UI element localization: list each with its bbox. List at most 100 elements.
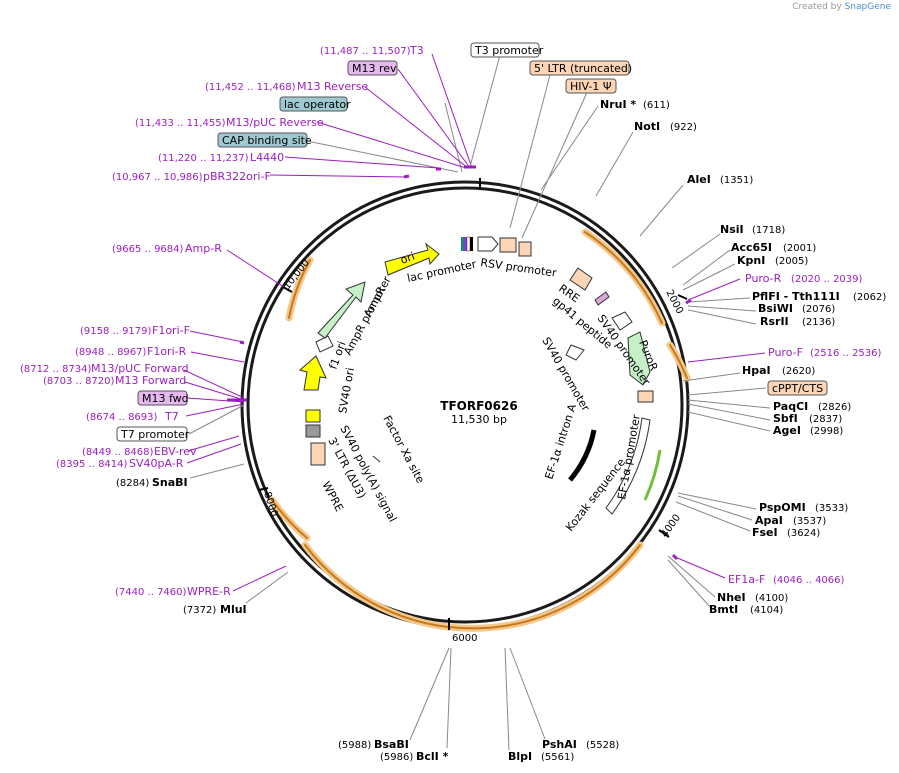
enzyme-acc65i[interactable]: Acc65I (731, 241, 772, 254)
leader-hpai (682, 372, 741, 382)
label-cap[interactable]: CAP binding site (222, 134, 312, 147)
primer-f1ori-r[interactable]: F1ori-R (147, 345, 187, 358)
ltr-5-feature (499, 237, 517, 253)
enzyme-pspomi[interactable]: PspOMI (759, 501, 806, 514)
label-lac-operator[interactable]: lac operator (284, 98, 351, 111)
orf-arc-1 (581, 228, 666, 327)
enzyme-bsabi-pos: (5988) (338, 740, 371, 751)
label-cppt[interactable]: cPPT/CTS (772, 382, 823, 395)
orf-arc-3 (301, 541, 644, 632)
primer-ef1af-pos: (4046 .. 4066) (773, 575, 845, 586)
enzyme-bsiwi[interactable]: BsiWI (758, 302, 793, 315)
primer-m13rev[interactable]: M13 rev (352, 62, 397, 75)
primer-puror[interactable]: Puro-R (745, 272, 782, 285)
leader-bmti (667, 559, 712, 609)
enzyme-pflfi[interactable]: PflFI - Tth111I (752, 290, 840, 303)
leader-ampr (226, 249, 285, 288)
box-t3-promoter (470, 42, 540, 58)
enzyme-blpi[interactable]: BlpI (508, 750, 532, 763)
ef1a-promoter-arrow (605, 417, 651, 515)
enzyme-rsrii-pos: (2136) (802, 317, 835, 328)
label-rsv-promoter: RSV promoter (480, 256, 558, 280)
primer-pbr322[interactable]: pBR322ori-F (203, 170, 271, 183)
enzyme-snabi[interactable]: SnaBI (152, 476, 188, 489)
leader-pshai (509, 647, 546, 740)
primer-m13-fwd[interactable]: M13 fwd (142, 392, 189, 405)
leader-bsabi (409, 647, 450, 741)
enzyme-mlui[interactable]: MluI (220, 603, 247, 616)
tick-2000 (677, 294, 688, 300)
tick-8000 (258, 487, 269, 491)
enzyme-bcli-pos: (5986) (380, 752, 413, 763)
leader-mlui (245, 571, 289, 604)
leader-puror (687, 278, 741, 301)
enzyme-rsrii[interactable]: RsrII (760, 315, 789, 328)
label-t7-promoter[interactable]: T7 promoter (120, 428, 190, 441)
primer-purof[interactable]: Puro-F (768, 346, 803, 359)
leader-m13puc-fwd (183, 369, 245, 399)
primer-ef1af[interactable]: EF1a-F (728, 573, 765, 586)
primer-wpre-r[interactable]: WPRE-R (187, 585, 231, 598)
enzyme-alei-pos: (1351) (720, 175, 753, 186)
enzyme-apai[interactable]: ApaI (755, 514, 783, 527)
plasmid-name: TFORF0626 (440, 399, 517, 413)
leader-cppt (687, 387, 767, 396)
leader-t7-promoter (188, 404, 245, 435)
f1-ori-feature (315, 335, 334, 353)
label-5ltr[interactable]: 5' LTR (truncated) (534, 62, 632, 75)
enzyme-fsei[interactable]: FseI (752, 526, 778, 539)
enzyme-pshai[interactable]: PshAI (542, 738, 577, 751)
enzyme-bsiwi-pos: (2076) (802, 304, 835, 315)
primer-t3[interactable]: T3 (409, 44, 424, 57)
primer-puror-pos: (2020 .. 2039) (791, 274, 863, 285)
primer-t3-pos: (11,487 .. 11,507) (320, 46, 411, 57)
enzyme-bmti[interactable]: BmtI (709, 603, 738, 616)
enzyme-sbfi[interactable]: SbfI (773, 412, 798, 425)
enzyme-hpai[interactable]: HpaI (742, 364, 771, 377)
leader-purof (687, 352, 766, 363)
ef1a-intron-arc (568, 429, 597, 482)
enzyme-bcli[interactable]: BclI * (416, 750, 449, 763)
enzyme-nsii[interactable]: NsiI (720, 223, 744, 236)
box-5ltr (529, 60, 630, 76)
primer-t7-pos: (8674 .. 8693) (86, 412, 158, 423)
enzyme-fsei-pos: (3624) (787, 528, 820, 539)
primer-t7[interactable]: T7 (164, 410, 179, 423)
enzyme-bsabi[interactable]: BsaBI (374, 738, 409, 751)
enzyme-kpni[interactable]: KpnI (737, 254, 765, 267)
leader-pbr322 (269, 174, 407, 178)
enzyme-nhei[interactable]: NheI (717, 591, 746, 604)
leader-m13rev (397, 68, 471, 169)
leader-m13reverse (364, 86, 469, 169)
label-ampr: AmpR (361, 284, 388, 319)
enzyme-agei[interactable]: AgeI (773, 424, 801, 437)
orf-arc-2-core (669, 344, 688, 379)
credit-brand: SnapGene (844, 2, 891, 12)
label-t3-promoter[interactable]: T3 promoter (474, 44, 544, 57)
sv40-promoter-arrow-2 (565, 344, 585, 361)
enzyme-nrui[interactable]: NruI * (600, 98, 636, 111)
label-hiv-psi[interactable]: HIV-1 Ψ (570, 80, 612, 93)
enzyme-noti[interactable]: NotI (634, 120, 660, 133)
primer-m13puc-rev[interactable]: M13/pUC Reverse (226, 116, 324, 129)
primer-sv40pa[interactable]: SV40pA-R (129, 457, 184, 470)
leader-ef1af (674, 556, 726, 579)
label-sv40-promoter-2: SV40 promoter (539, 335, 592, 414)
enzyme-paqci[interactable]: PaqCI (773, 400, 808, 413)
leader-l4440 (284, 156, 439, 169)
primer-ebv[interactable]: EBV-rev (154, 445, 197, 458)
label-ef1a-intron: EF-1α intron A (542, 402, 579, 481)
puror-arrow (627, 331, 651, 386)
primer-purof-pos: (2516 .. 2536) (810, 348, 882, 359)
primer-ampr[interactable]: Amp-R (185, 242, 222, 255)
primer-m13reverse[interactable]: M13 Reverse (297, 80, 368, 93)
primer-l4440[interactable]: L4440 (250, 151, 284, 164)
primer-m13puc-rev-pos: (11,433 .. 11,455) (135, 118, 226, 129)
primer-f1ori-f[interactable]: F1ori-F (152, 324, 190, 337)
enzyme-alei[interactable]: AleI (687, 173, 711, 186)
enzyme-paqci-pos: (2826) (818, 402, 851, 413)
tick-label-4000: 4000 (659, 513, 683, 540)
leader-rsrii (687, 309, 757, 325)
primer-m13puc-fwd[interactable]: M13/pUC Forward (91, 362, 189, 375)
primer-m13fwd[interactable]: M13 Forward (115, 374, 186, 387)
